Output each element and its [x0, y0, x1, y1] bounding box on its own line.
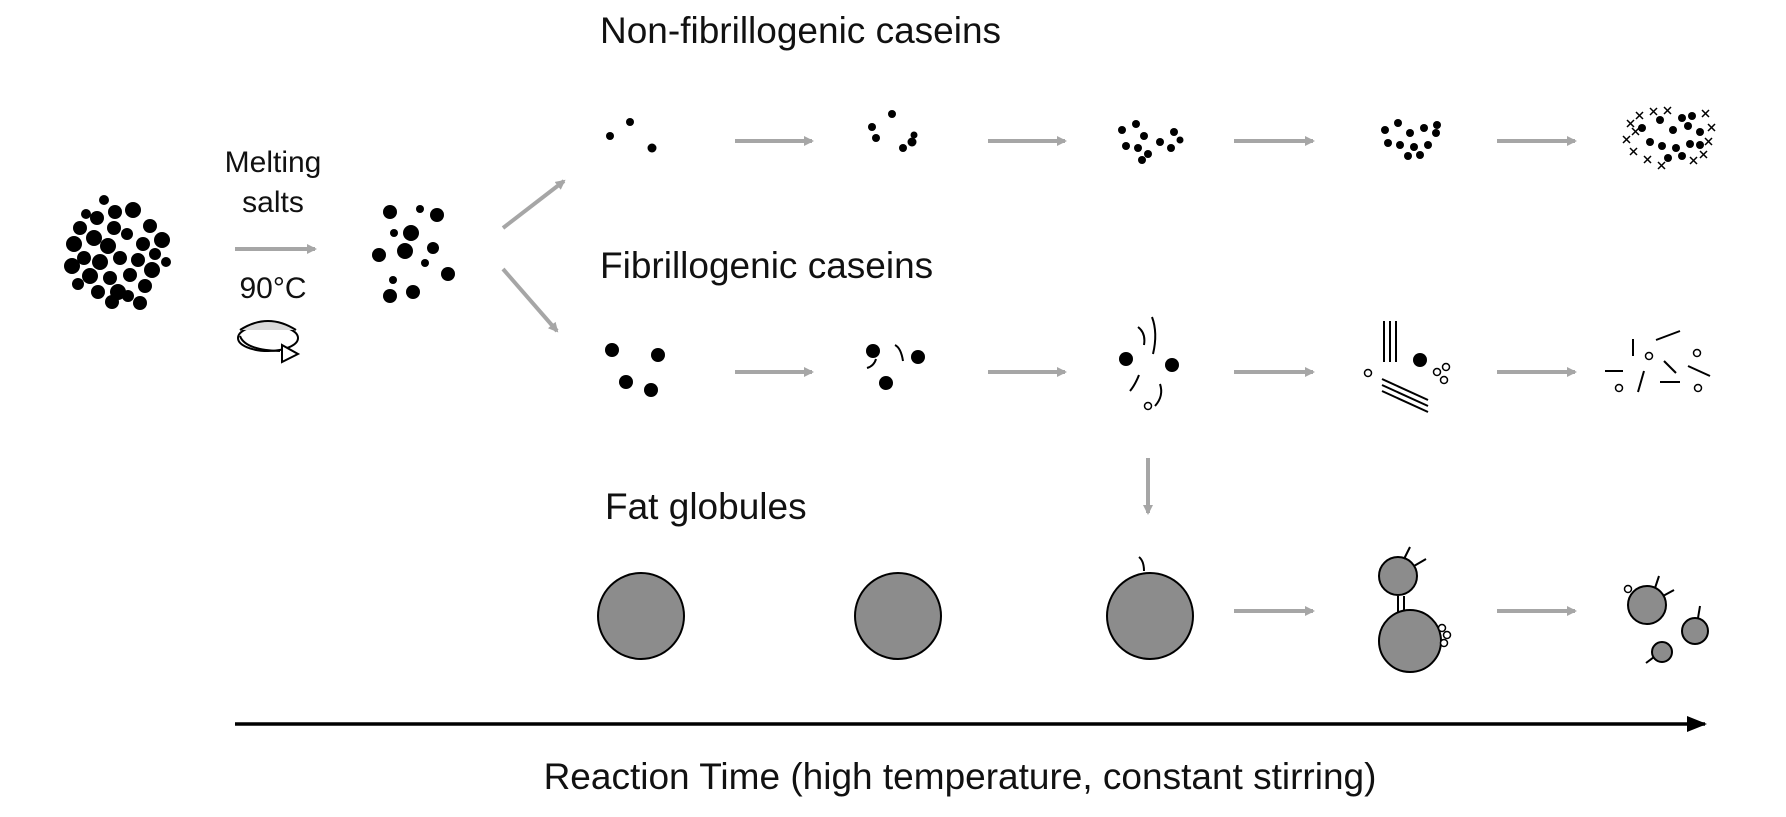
temperature-label: 90°C [239, 272, 306, 305]
fat-globule-stage-5 [1623, 575, 1709, 664]
non-fibrillogenic-stage-5 [1622, 106, 1716, 170]
fibrillogenic-stage-5 [1605, 330, 1711, 393]
fibrillogenic-stage-2 [866, 344, 925, 390]
time-axis-label: Reaction Time (high temperature, constan… [544, 756, 1377, 797]
fibrillogenic-stage-1 [605, 343, 665, 397]
stirring-icon [237, 320, 301, 364]
non-fibrillogenic-caseins-title: Non-fibrillogenic caseins [600, 10, 1001, 51]
fibrillogenic-caseins-title: Fibrillogenic caseins [600, 245, 933, 286]
fat-globule-stage-1 [597, 572, 685, 660]
branch-arrow-down [501, 267, 559, 333]
non-fibrillogenic-stage-3 [1118, 120, 1184, 164]
casein-micelle-cluster [64, 195, 171, 310]
fibrillogenic-stage-3 [1119, 316, 1179, 411]
fat-globules-title: Fat globules [605, 486, 807, 527]
non-fibrillogenic-stage-1 [606, 118, 657, 153]
fat-globule-stage-2 [854, 572, 942, 660]
melting-salts-label-line1: Melting [225, 146, 322, 179]
fat-globule-stage-4 [1378, 546, 1452, 673]
fat-globule-stage-3 [1106, 556, 1194, 660]
non-fibrillogenic-stage-4 [1381, 119, 1441, 160]
dispersed-caseins [372, 205, 455, 303]
fibrillogenic-stage-4 [1363, 321, 1451, 413]
branch-arrow-up [501, 179, 566, 230]
melting-salts-label-line2: salts [242, 186, 304, 219]
non-fibrillogenic-stage-2 [868, 110, 918, 152]
